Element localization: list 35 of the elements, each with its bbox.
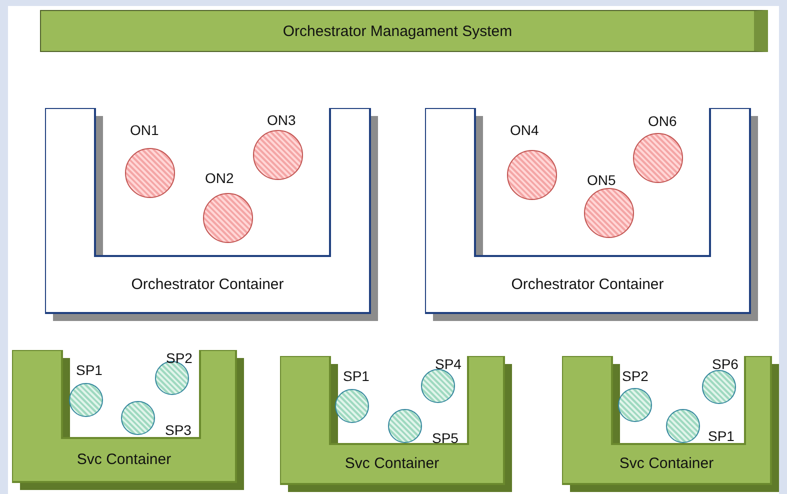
circle-label: ON1 — [130, 122, 159, 138]
circle — [633, 133, 683, 183]
circle — [335, 389, 369, 423]
circle — [618, 388, 652, 422]
container-label: Svc Container — [618, 455, 715, 472]
circle-label: ON6 — [648, 113, 677, 129]
circle-label: ON4 — [510, 122, 539, 138]
circle — [121, 401, 155, 435]
circle-label: SP3 — [165, 422, 192, 438]
circle — [253, 130, 303, 180]
container-label: Svc Container — [344, 455, 440, 472]
circle-label: ON2 — [205, 170, 234, 186]
circle — [203, 193, 253, 243]
circle — [69, 383, 103, 417]
circle — [421, 369, 455, 403]
circle-label: ON5 — [587, 172, 616, 188]
circle-label: SP5 — [432, 430, 458, 446]
circle-label: SP1 — [76, 362, 102, 378]
circle-label: SP2 — [166, 350, 192, 366]
circle-label: SP2 — [622, 368, 648, 384]
container-label: Svc Container — [76, 451, 172, 468]
container-label: Orchestrator Container — [510, 276, 665, 292]
circle — [388, 409, 422, 443]
circle — [666, 409, 700, 443]
circle-label: SP6 — [712, 356, 738, 372]
circle — [702, 370, 736, 404]
circle-label: SP4 — [435, 356, 462, 372]
container-label: Orchestrator Container — [130, 276, 285, 292]
circle — [584, 188, 634, 238]
circle-label: SP1 — [708, 428, 734, 444]
circle — [125, 148, 175, 198]
system-bar: Orchestrator Managament System — [40, 10, 768, 52]
circle — [507, 150, 557, 200]
circle-label: SP1 — [343, 368, 370, 384]
circle-label: ON3 — [267, 112, 296, 128]
